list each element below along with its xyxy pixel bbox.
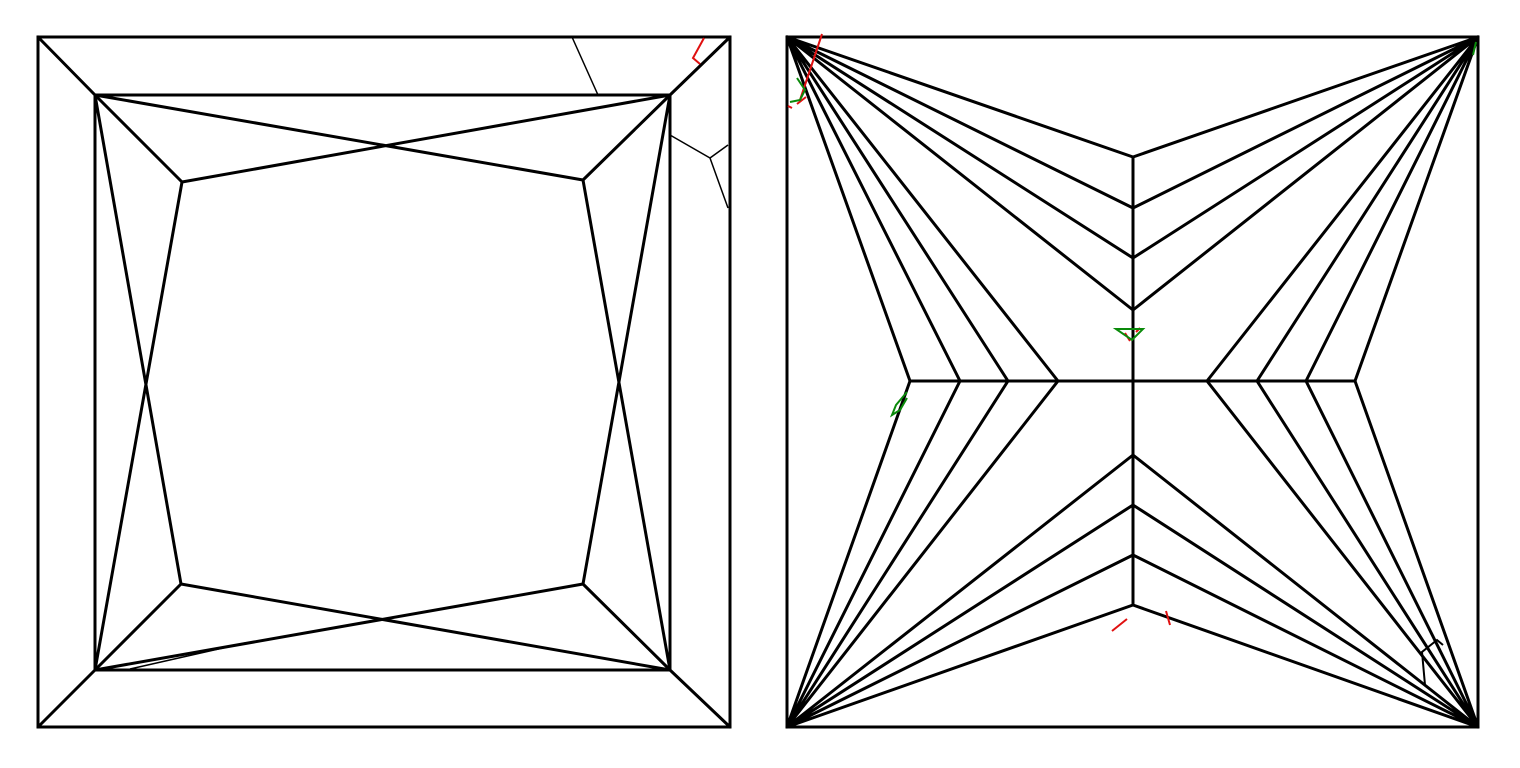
red-mark (691, 37, 705, 65)
top-left-fan (785, 35, 1135, 383)
corner-diagonals (36, 35, 732, 729)
outer-square (36, 35, 732, 729)
green-marks (789, 41, 1477, 418)
red-marks (787, 33, 1171, 632)
left-facet-diagram (36, 35, 732, 729)
thin-lines (129, 36, 729, 670)
inner-square (93, 93, 672, 672)
outer-square (785, 35, 1480, 729)
table-facets (93, 93, 672, 672)
right-facet-diagram (785, 33, 1480, 729)
bottom-right-fan (1131, 379, 1480, 729)
thin-mark (1420, 638, 1444, 686)
bottom-left-fan (785, 379, 1135, 729)
top-right-fan (1131, 35, 1480, 383)
